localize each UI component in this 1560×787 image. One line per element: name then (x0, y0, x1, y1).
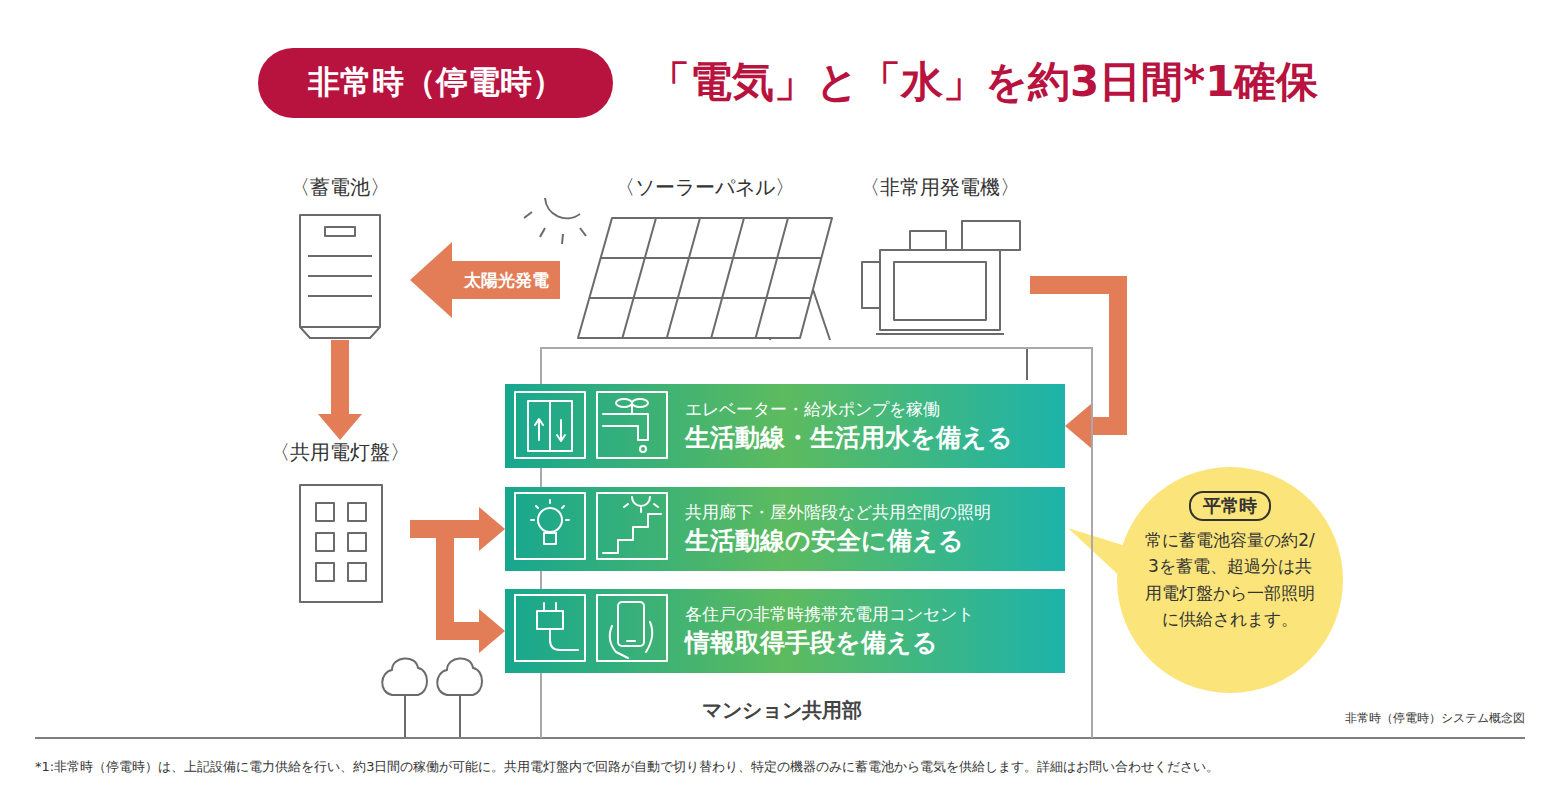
battery-symbol (300, 215, 380, 338)
solar-panel-symbol (578, 218, 832, 340)
plug-icon (515, 595, 585, 661)
connector-label: 太陽光発電 (462, 269, 551, 291)
generator-node: 〈非常用発電機〉 (850, 175, 1030, 340)
node-heading: 〈共用電灯盤〉 (270, 440, 410, 464)
title: 「電気」と「水」を約3日間*1確保 (648, 54, 1318, 110)
water-pump-icon (597, 392, 667, 458)
tree-symbol (382, 658, 482, 737)
building-outline: エレベーター・給水ポンプを稼働生活動線・生活用水を備える共用廊下・屋外階段など共… (540, 347, 1093, 738)
node-heading: 共用廊下・屋外階段など共用空間の照明 (685, 500, 1055, 524)
connector-line (452, 261, 560, 299)
node-body: 常に蓄電池容量の約2/3を蓄電、超過分は共用電灯盤から一部照明に供給されます。 (1143, 527, 1317, 632)
arrow-connector (410, 529, 505, 653)
node-heading: 非常時（停電時） (308, 61, 564, 105)
arrowhead (410, 242, 452, 318)
node-heading: マンション共用部 (542, 697, 1022, 724)
stairs-icon (597, 493, 667, 559)
sun-symbol (524, 198, 586, 244)
arrowhead (1065, 404, 1091, 448)
feature-band: 共用廊下・屋外階段など共用空間の照明生活動線の安全に備える (505, 487, 1065, 571)
bulb-icon (515, 493, 585, 559)
node-heading: 平常時 (1189, 491, 1271, 521)
node-heading: 〈ソーラーパネル〉 (560, 175, 850, 199)
arrowhead (479, 507, 505, 551)
node-body: 生活動線の安全に備える (685, 524, 1055, 558)
node-body: 生活動線・生活用水を備える (685, 421, 1055, 455)
phone-icon (597, 595, 667, 661)
node-heading: 〈蓄電池〉 (270, 175, 410, 199)
distribution-board-symbol (300, 485, 382, 602)
node-body: 情報取得手段を備える (685, 626, 1055, 660)
distribution-board-node: 〈共用電灯盤〉 (270, 440, 410, 605)
callout-circle: 平常時常に蓄電池容量の約2/3を蓄電、超過分は共用電灯盤から一部照明に供給されま… (1117, 467, 1343, 693)
arrowhead (318, 414, 362, 440)
solar-panel-node: 〈ソーラーパネル〉 (560, 175, 850, 345)
elevator-icon (515, 392, 585, 458)
footnote: *1:非常時（停電時）は、上記設備に電力供給を行い、約3日間の稼働が可能に。共用… (35, 758, 1219, 776)
node-heading: 〈非常用発電機〉 (850, 175, 1030, 199)
callout-bubble (1068, 467, 1343, 693)
generator-symbol (862, 221, 1020, 334)
arrowhead (479, 609, 505, 653)
battery-node: 〈蓄電池〉 (270, 175, 410, 340)
building-edge (1026, 348, 1028, 380)
arrow-connector (410, 242, 560, 318)
feature-band: 各住戸の非常時携帯充電用コンセント情報取得手段を備える (505, 589, 1065, 673)
feature-band: エレベーター・給水ポンプを稼働生活動線・生活用水を備える (505, 384, 1065, 468)
connector-line (410, 529, 479, 631)
figure-caption: 非常時（停電時）システム概念図 (1345, 710, 1525, 727)
mode-badge: 非常時（停電時） (258, 48, 613, 118)
connector-line (331, 340, 349, 414)
ground-line (35, 737, 1525, 739)
arrow-connector (318, 340, 362, 440)
node-heading: エレベーター・給水ポンプを稼働 (685, 397, 1055, 421)
node-heading: 各住戸の非常時携帯充電用コンセント (685, 602, 1055, 626)
